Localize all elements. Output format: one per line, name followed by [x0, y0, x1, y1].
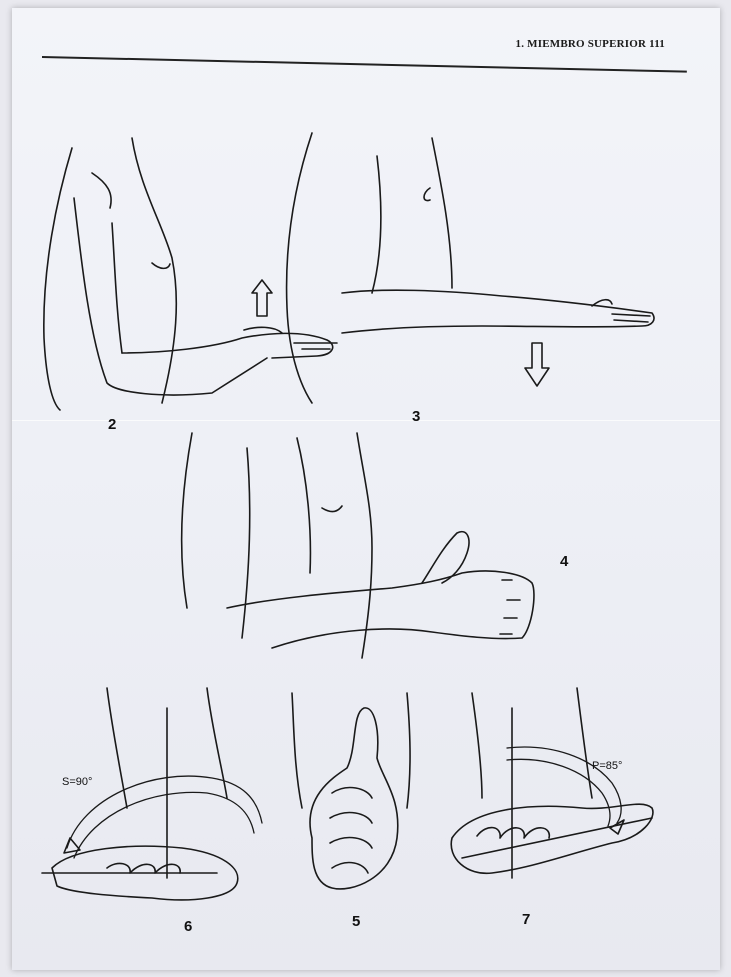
figure-3-drawing — [287, 133, 654, 403]
pronation-angle-label: P=85° — [592, 760, 622, 772]
figure-2-drawing — [44, 138, 337, 410]
figure-6-drawing — [42, 688, 262, 900]
figure-number: 5 — [352, 913, 360, 930]
figure-7-drawing — [451, 688, 653, 878]
figure-number: 3 — [412, 408, 420, 425]
page-fold-line — [12, 420, 720, 421]
figure-number: 6 — [184, 918, 192, 935]
figure-5-drawing — [292, 693, 410, 889]
figure-4-drawing — [182, 433, 534, 658]
supination-angle-label: S=90° — [62, 776, 92, 788]
figure-number: 2 — [108, 416, 116, 433]
book-page: 1. MIEMBRO SUPERIOR 111 — [12, 8, 720, 970]
illustration-plate — [12, 8, 720, 970]
figure-number: 4 — [560, 553, 568, 570]
figure-number: 7 — [522, 911, 530, 928]
